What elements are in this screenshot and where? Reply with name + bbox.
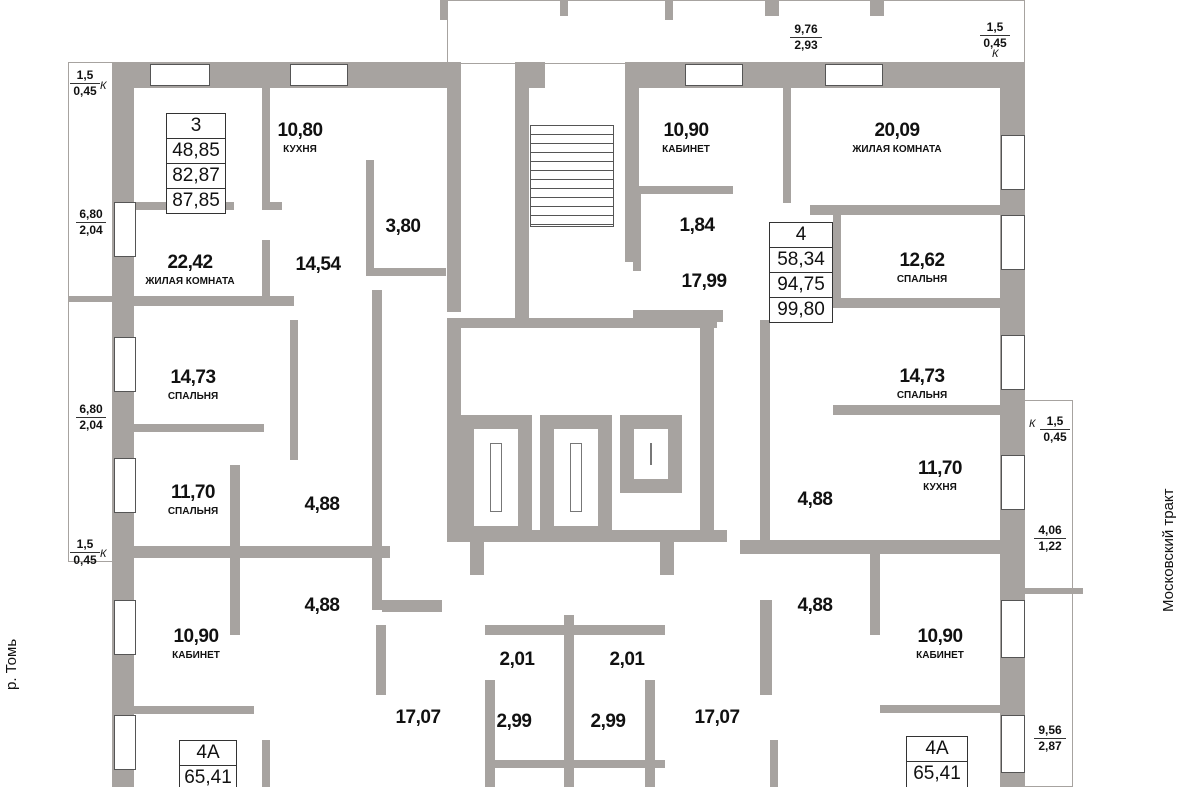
window <box>114 600 136 655</box>
staircase <box>530 125 614 227</box>
window <box>1001 335 1025 390</box>
window <box>1001 135 1025 190</box>
room-label: 17,07 <box>694 707 740 728</box>
window <box>150 64 210 86</box>
room-label: 2,99 <box>590 711 626 732</box>
window <box>114 458 136 513</box>
balcony-divider <box>1023 588 1083 594</box>
window <box>114 202 136 257</box>
room-label: 3,80 <box>385 216 421 237</box>
street-label: Московский тракт <box>1160 488 1177 612</box>
room-label: 1,84 <box>679 215 715 236</box>
window <box>685 64 743 86</box>
left-balcony-frame <box>68 62 114 562</box>
wall <box>112 62 134 787</box>
balcony-divider <box>68 296 114 302</box>
room-label: 17,07 <box>395 707 441 728</box>
room-label: 4,88 <box>304 595 340 616</box>
window <box>825 64 883 86</box>
window <box>1001 215 1025 270</box>
top-balcony-frame <box>447 0 1025 64</box>
room-label: 2,01 <box>499 649 535 670</box>
window <box>114 337 136 392</box>
storage-mark: К <box>100 548 107 560</box>
storage-mark: К <box>1029 418 1036 430</box>
window <box>1001 715 1025 773</box>
river-label: р. Томь <box>3 638 20 690</box>
room-label: 2,99 <box>496 711 532 732</box>
room-label: 17,99 <box>681 271 727 292</box>
room-label: 4,88 <box>797 489 833 510</box>
room-label: 14,54 <box>295 254 341 275</box>
room-label: 4,88 <box>304 494 340 515</box>
window <box>290 64 348 86</box>
window <box>1001 600 1025 658</box>
storage-mark: К <box>992 48 999 60</box>
room-label: 2,01 <box>609 649 645 670</box>
window <box>1001 455 1025 510</box>
window <box>114 715 136 770</box>
room-label: 4,88 <box>797 595 833 616</box>
storage-mark: К <box>100 80 107 92</box>
